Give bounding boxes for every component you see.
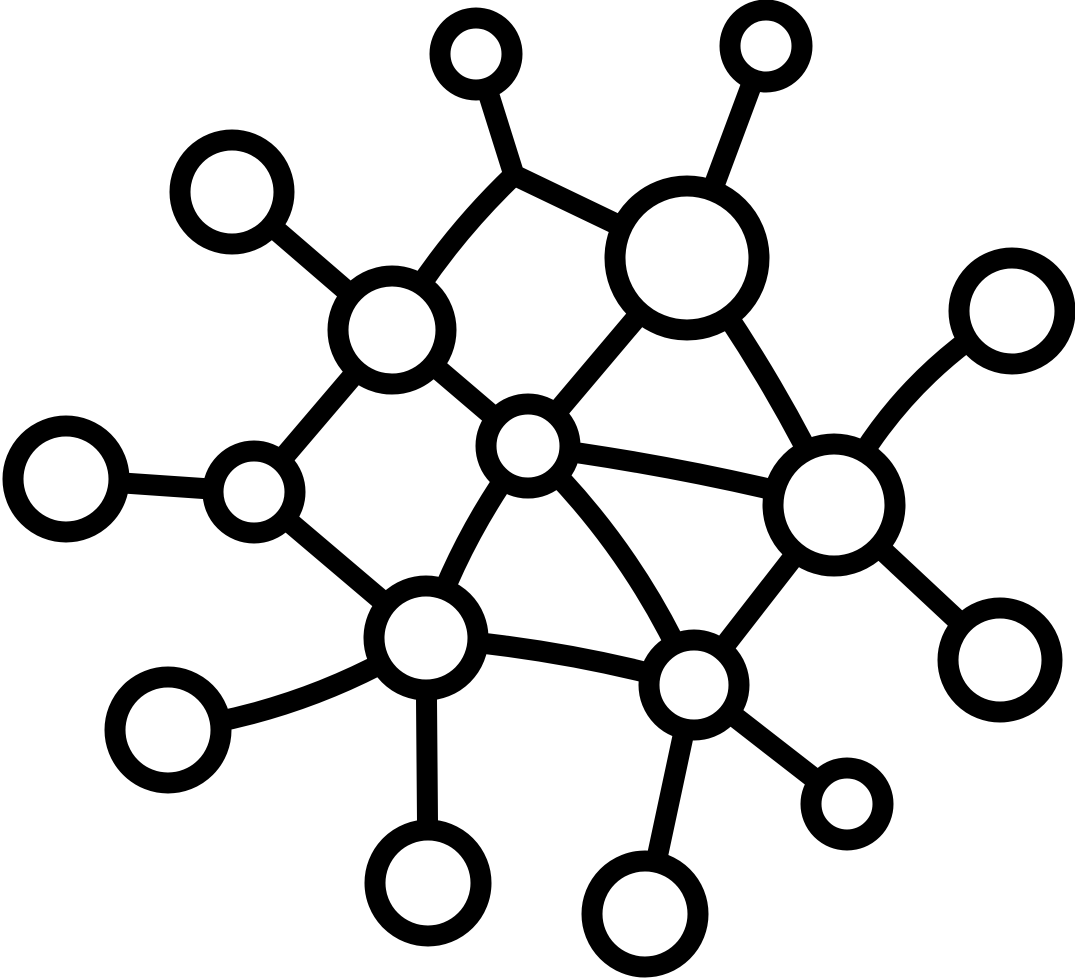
node-top-left-leaf [429,7,523,101]
node-lower-left-hub [363,575,489,701]
node-left-leaf [2,415,130,543]
node-upper-left-hub [327,265,457,395]
node-bottom-center-leaf [364,819,492,947]
node-lower-right-hub [638,629,750,741]
node-left-hub [202,440,306,544]
node-top-hub [604,175,770,341]
node-right-lower-leaf [937,597,1063,723]
node-bottom-right-small-leaf [800,757,894,851]
node-right-hub [762,433,906,577]
node-top-right-leaf [719,0,813,93]
node-bottom-right-leaf [581,850,709,978]
node-center-hub [475,393,581,499]
node-upper-left-leaf [169,129,295,255]
node-lower-left-leaf [104,666,232,794]
node-right-upper-leaf [948,247,1075,375]
